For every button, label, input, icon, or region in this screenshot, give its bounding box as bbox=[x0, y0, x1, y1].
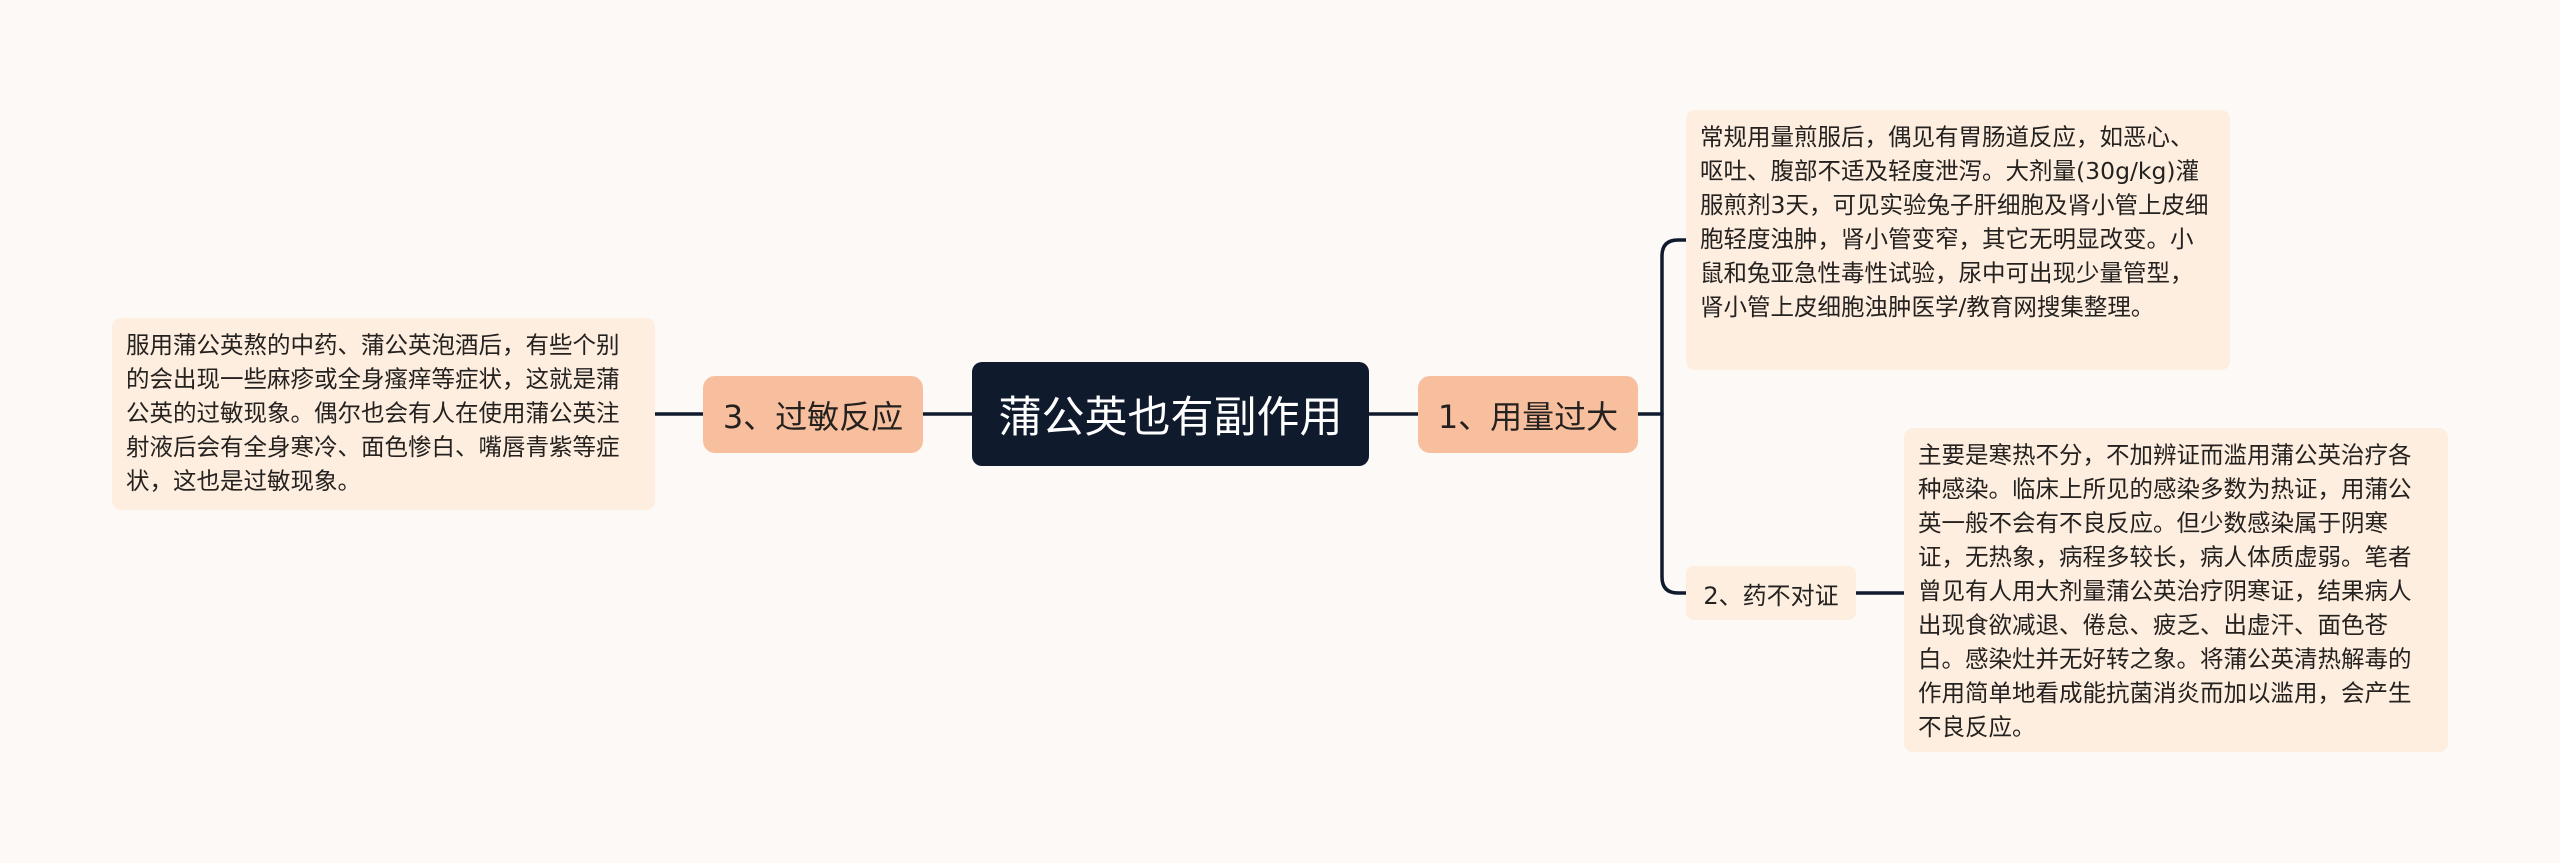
leaf-dosage-detail[interactable]: 常规用量煎服后，偶见有胃肠道反应，如恶心、呕吐、腹部不适及轻度泄泻。大剂量(30… bbox=[1686, 110, 2230, 370]
branch-wrong-syndrome[interactable]: 2、药不对证 bbox=[1686, 566, 1856, 620]
branch-dosage-too-large[interactable]: 1、用量过大 bbox=[1418, 376, 1638, 453]
root-topic-label: 蒲公英也有副作用 bbox=[998, 393, 1343, 443]
branch-dosage-too-large-label: 1、用量过大 bbox=[1437, 397, 1619, 436]
connector-branch-1-fork bbox=[1660, 238, 1688, 595]
leaf-wrong-syndrome-detail[interactable]: 主要是寒热不分，不加辨证而滥用蒲公英治疗各种感染。临床上所见的感染多数为热证，用… bbox=[1904, 428, 2448, 752]
branch-allergic-reaction-label: 3、过敏反应 bbox=[722, 397, 904, 436]
root-topic[interactable]: 蒲公英也有副作用 bbox=[972, 362, 1369, 466]
branch-allergic-reaction[interactable]: 3、过敏反应 bbox=[703, 376, 923, 453]
leaf-allergy-detail[interactable]: 服用蒲公英熬的中药、蒲公英泡酒后，有些个别的会出现一些麻疹或全身瘙痒等症状，这就… bbox=[112, 318, 655, 510]
branch-wrong-syndrome-label: 2、药不对证 bbox=[1703, 581, 1839, 610]
